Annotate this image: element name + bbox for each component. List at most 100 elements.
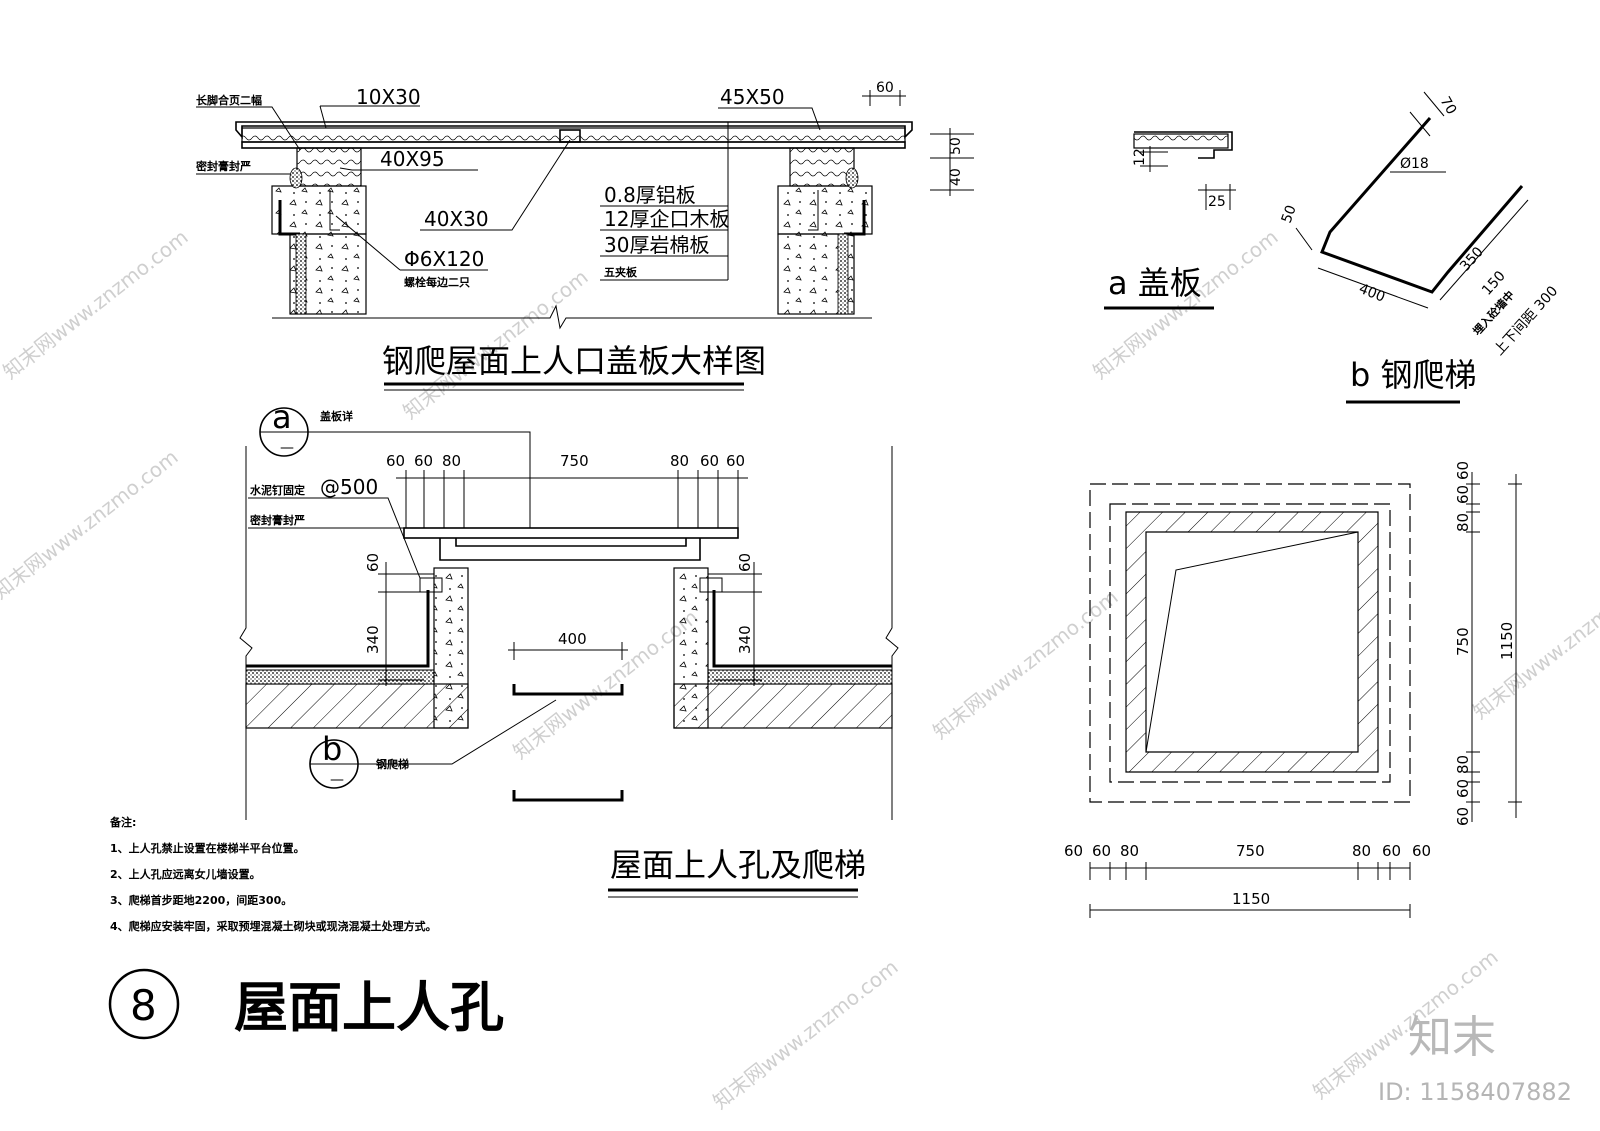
- watermark-text: 知末网www.znzmo.com: [0, 445, 183, 604]
- dim-top-5: 80: [670, 452, 689, 470]
- dim-50: 50: [1279, 203, 1300, 225]
- watermark-text: 知末网www.znzmo.com: [0, 225, 193, 384]
- watermark-text: 知末网www.znzmo.com: [708, 955, 902, 1114]
- plan-bottom-dim-chain: [1089, 862, 1411, 880]
- membrane-turn-up: [246, 590, 892, 668]
- callout-layer-aluminium: 0.8厚铝板: [604, 183, 696, 207]
- flashing-left: [278, 200, 300, 236]
- detail-b-steel-ladder: 70 Ø18 50 400 350 150 埋入砼墙中 上下间距 300 b 钢…: [1279, 91, 1561, 404]
- dim-12: 12: [1132, 148, 1148, 166]
- cover-detail: 长脚合页二幅 密封膏封严 10X30 40X95 40X30 45X50 Φ6X…: [196, 80, 974, 391]
- break-line: [272, 304, 872, 330]
- callout-layer-wood: 12厚企口木板: [604, 207, 729, 231]
- left-break-wall: [239, 446, 253, 820]
- plan-bottom-total-line: [1089, 904, 1411, 918]
- marker-b-letter: b: [322, 730, 342, 768]
- dim-top-1: 60: [386, 452, 405, 470]
- top-dim-ticks: [405, 470, 739, 528]
- detail-a-cover-plate: 12 25 a 盖板: [1104, 131, 1236, 310]
- timber-frame-right: [789, 147, 855, 187]
- main-title-block: 8 屋面上人孔: [108, 968, 504, 1040]
- plan-dim-bottom-total: 1150: [1232, 890, 1270, 908]
- note-item-1: 1、上人孔禁止设置在楼梯半平台位置。: [110, 841, 305, 855]
- dim-60: 60: [876, 80, 894, 96]
- plan-dim-b6: 60: [1382, 842, 1401, 860]
- plan-dim-r3: 80: [1454, 513, 1472, 532]
- watermark-text: 知末网www.znzmo.com: [928, 585, 1122, 744]
- plate-core: [1133, 133, 1229, 149]
- dim-right-340: 340: [736, 625, 754, 654]
- marker-b-sub: —: [330, 772, 344, 788]
- dim-top-2: 60: [414, 452, 433, 470]
- dim-line-12: [1140, 146, 1168, 172]
- leader-40x30: [420, 139, 571, 231]
- section-roof-hatch: 60 60 80 750 80 60 60 60 340 60 340 400 …: [239, 398, 899, 898]
- marker-b-text: 钢爬梯: [376, 757, 409, 771]
- notes-block: 备注: 1、上人孔禁止设置在楼梯半平台位置。 2、上人孔应远离女儿墙设置。 3、…: [109, 815, 437, 933]
- plan-upstand-ring: [1125, 511, 1379, 773]
- marker-a-text: 盖板详: [320, 409, 353, 423]
- flashing-right: [844, 200, 866, 236]
- plan-dim-r2: 60: [1454, 485, 1472, 504]
- plan-roof-hatch: 60 60 80 750 80 60 60 1150 60 60 80 750 …: [1064, 461, 1522, 918]
- notes-heading: 备注:: [109, 815, 136, 829]
- plan-dim-r1: 60: [1454, 461, 1472, 480]
- dim-line-400: [508, 642, 628, 660]
- sealant-left: [289, 167, 303, 189]
- roofing-left: [245, 669, 435, 685]
- curb-top-right: [777, 185, 873, 235]
- slab-right: [673, 683, 893, 729]
- right-break-wall: [885, 446, 899, 820]
- batten-40x30: [559, 129, 581, 143]
- plan-inner-dash: [1109, 503, 1391, 783]
- dim-line-70: [1409, 91, 1445, 137]
- callout-layer-rockwool: 30厚岩棉板: [604, 233, 709, 257]
- callout-layer-plywood: 五夹板: [604, 265, 638, 279]
- watermark-text: 知末网www.znzmo.com: [1088, 225, 1282, 384]
- dim-line-60: [862, 90, 906, 106]
- cover-plywood: [241, 141, 906, 149]
- detail-a-title: a 盖板: [1108, 264, 1202, 302]
- dim-25: 25: [1208, 194, 1226, 210]
- note-item-2: 2、上人孔应远离女儿墙设置。: [110, 867, 261, 881]
- plan-dim-b3: 80: [1120, 842, 1139, 860]
- brand-id: ID: 1158407882: [1378, 1078, 1572, 1106]
- right-vert-dim-lines: [708, 562, 762, 686]
- dim-right-60: 60: [736, 553, 754, 572]
- detail-b-title: b 钢爬梯: [1350, 356, 1477, 394]
- timber-frame-left: [296, 147, 362, 187]
- marker-a-letter: a: [272, 398, 292, 436]
- section-title: 屋面上人孔及爬梯: [610, 846, 866, 884]
- sealant-right: [845, 167, 859, 189]
- callout-10x30: 10X30: [356, 85, 421, 109]
- dim-50: 50: [948, 137, 964, 155]
- roofing-right: [707, 669, 893, 685]
- leader-40x95: [339, 167, 478, 171]
- plan-dim-r4: 750: [1454, 627, 1472, 656]
- callout-40x30: 40X30: [424, 207, 489, 231]
- dim-line-25: [1198, 184, 1236, 210]
- plan-dim-b1: 60: [1064, 842, 1083, 860]
- ladder-rung-upper: [512, 684, 624, 696]
- ladder-rung: [1320, 117, 1524, 294]
- spacing-note: @500: [320, 475, 378, 499]
- waterproof-right: [837, 233, 849, 315]
- marker-a-leader: [260, 431, 531, 528]
- dim-top-3: 80: [442, 452, 461, 470]
- timber-right: [699, 577, 723, 593]
- plan-dim-r5: 80: [1454, 755, 1472, 774]
- dim-line-vertical: [930, 128, 974, 196]
- dim-top-4: 750: [560, 452, 589, 470]
- dim-350: 350: [1457, 244, 1487, 275]
- dim-400: 400: [1357, 281, 1388, 306]
- leader-bolt: [335, 215, 488, 271]
- callout-bolt-note: 螺栓每边二只: [404, 275, 470, 289]
- timber-left: [419, 577, 443, 593]
- waterproof-left: [295, 233, 307, 315]
- plan-opening-hatch: [1145, 531, 1359, 753]
- nail-seal-leaders: [248, 497, 421, 579]
- plan-dim-r7: 60: [1454, 807, 1472, 826]
- note-item-4: 4、爬梯应安装牢固，采取预埋混凝土砌块或现浇混凝土处理方式。: [110, 919, 437, 933]
- cover-detail-title: 钢爬屋面上人口盖板大样图: [382, 342, 766, 380]
